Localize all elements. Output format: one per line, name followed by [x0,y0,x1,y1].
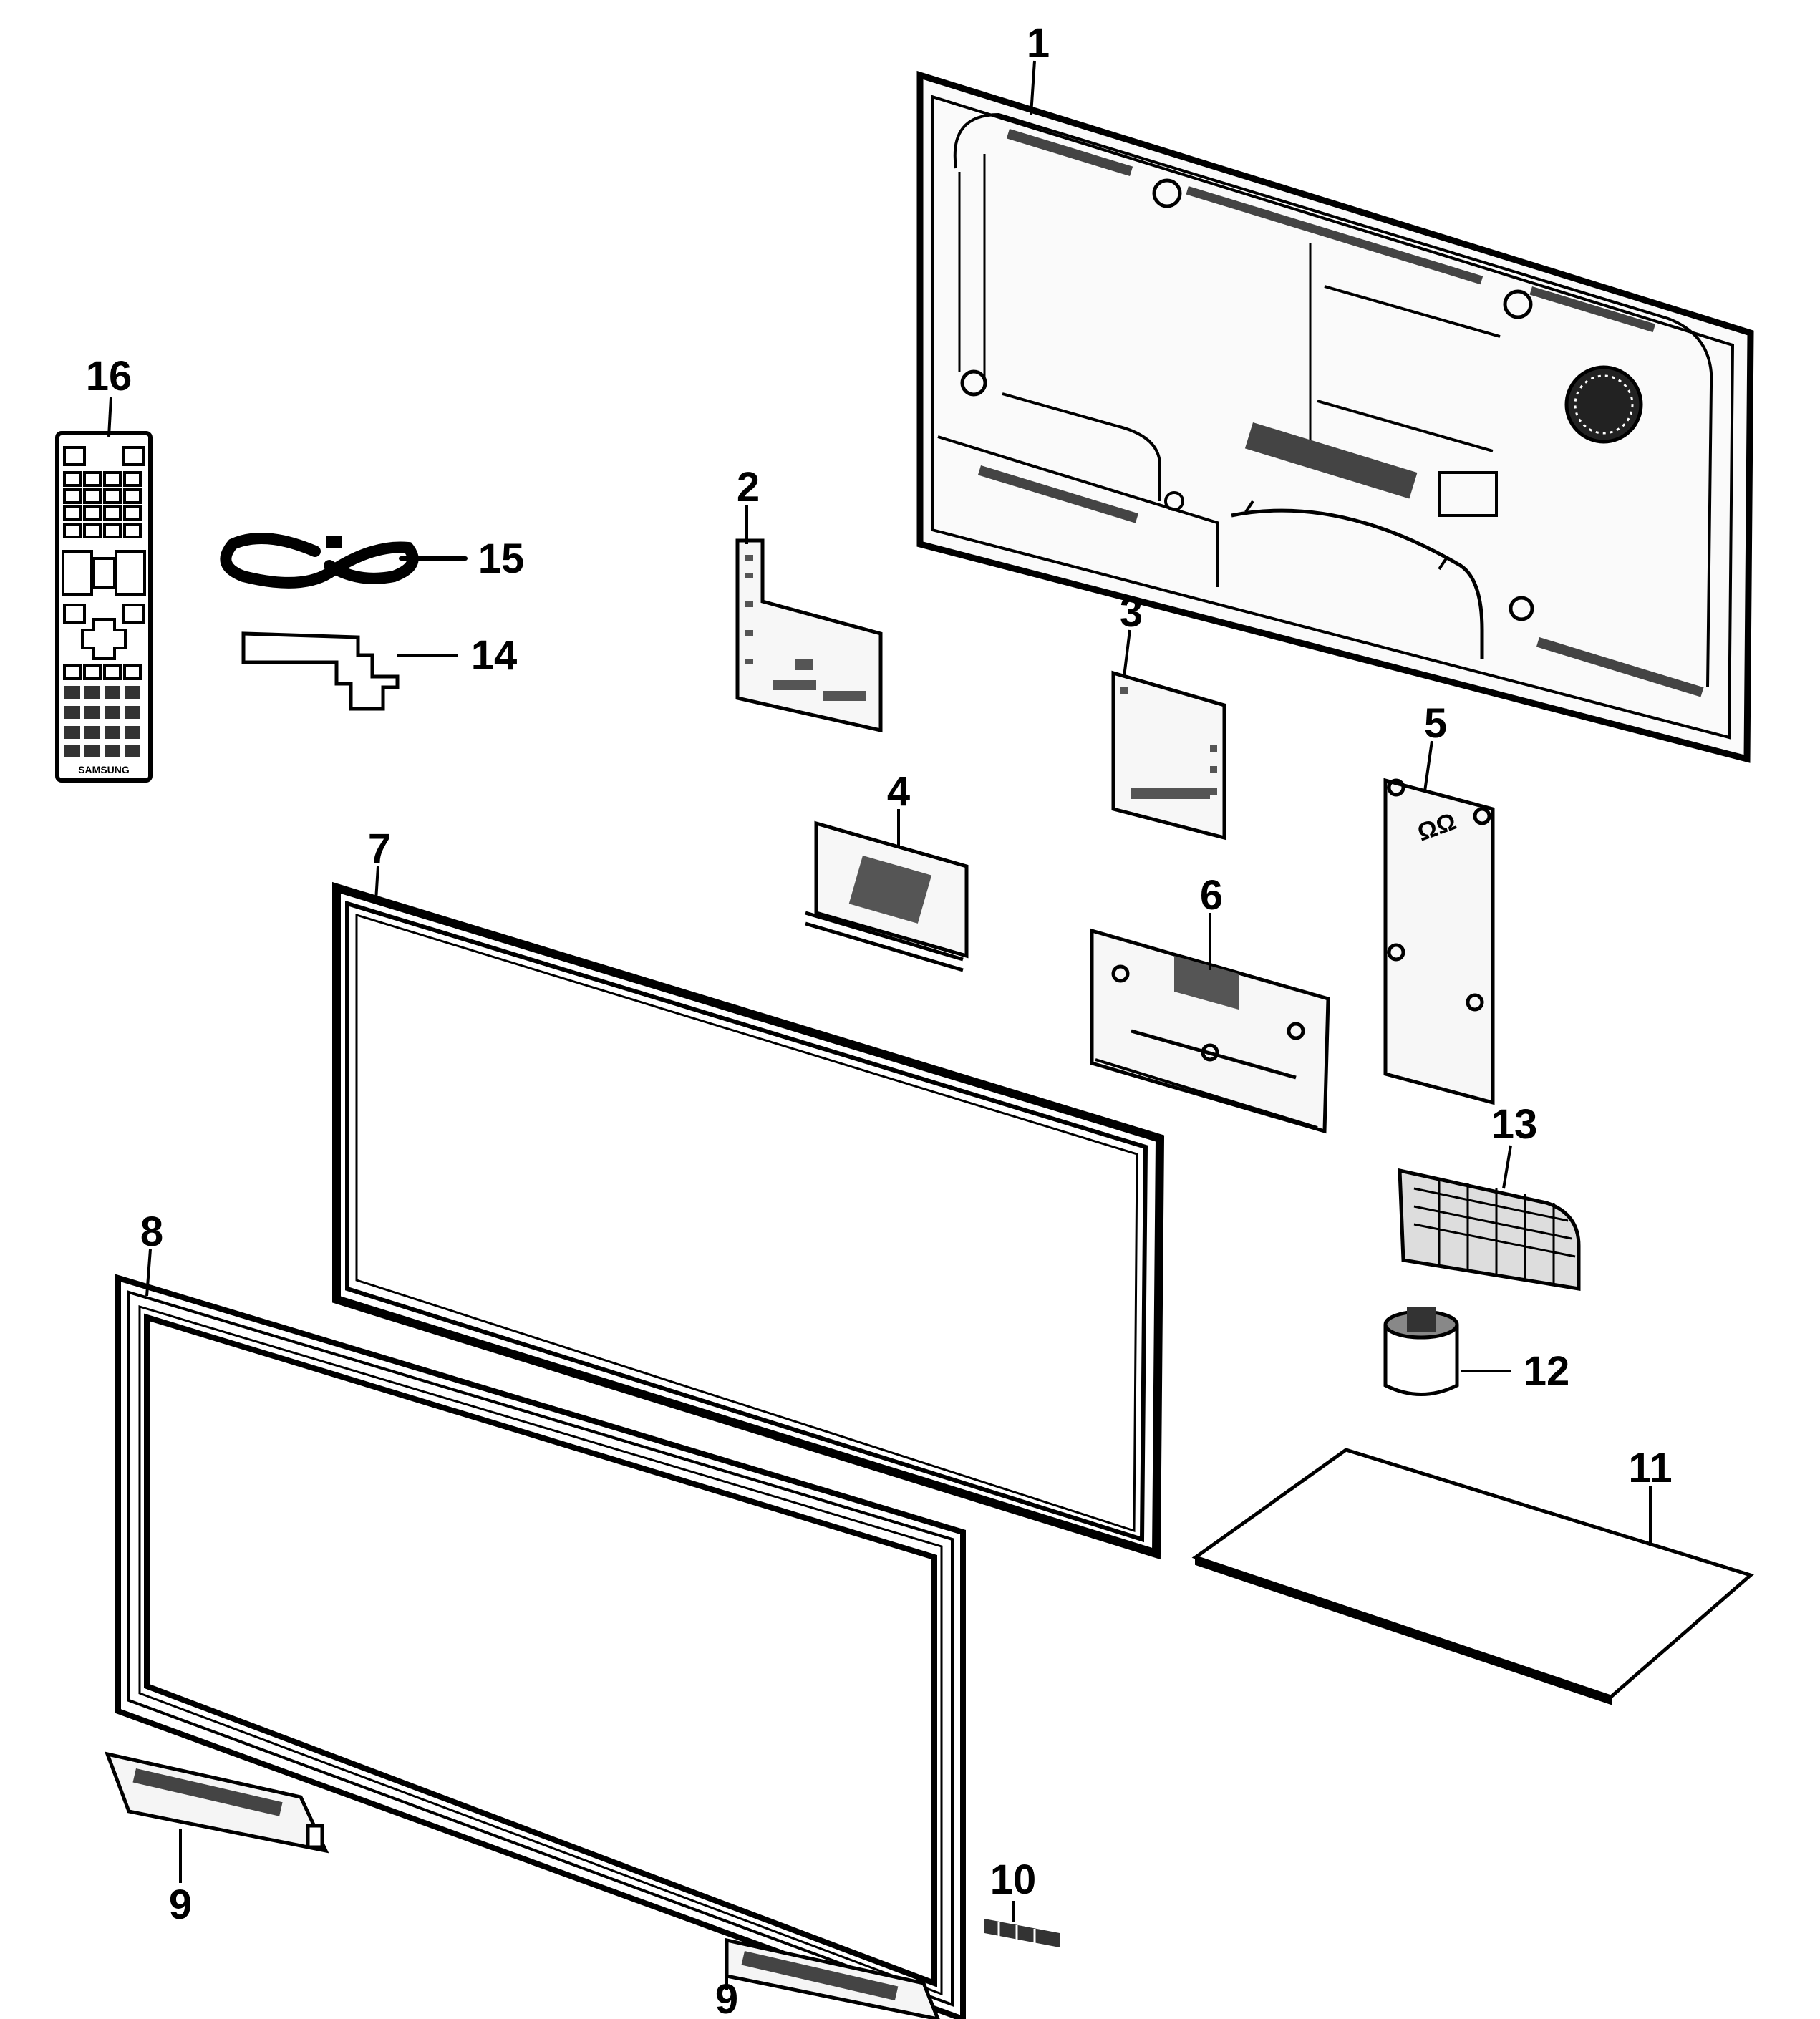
label-part-5: 5 [1424,700,1447,747]
label-part-3: 3 [1120,589,1143,636]
label-part-15: 15 [478,536,525,582]
label-part-14: 14 [471,632,518,679]
display-panel [332,881,1165,1560]
stand-base [1191,1448,1755,1705]
stand-neck [1383,1307,1459,1396]
label-part-13: 13 [1491,1101,1538,1148]
label-part-9a: 9 [169,1882,192,1928]
remote-control: SAMSUNG [55,431,153,783]
remote-brand-label: SAMSUNG [78,764,130,775]
bracket-6 [1090,928,1330,1134]
stand-cover [1398,1168,1581,1291]
front-bezel [115,1274,966,2019]
label-part-7: 7 [368,825,391,872]
label-part-11: 11 [1628,1445,1672,1491]
power-cord [220,533,468,589]
tcon-board [1111,670,1226,841]
rear-cover [916,70,1754,763]
bracket-4 [805,820,969,972]
power-board: ΩΩ [1383,778,1495,1105]
part-labels: 1 2 3 4 5 6 7 8 9 9 10 11 12 13 14 15 16 [86,20,1673,2019]
label-part-10: 10 [990,1856,1037,1903]
speaker-left [105,1751,329,1854]
leader-lines [107,60,1652,1990]
main-board [735,538,883,733]
flat-cable [241,631,400,711]
label-part-1: 1 [1027,20,1050,67]
speaker-right [725,1937,940,2019]
label-part-16: 16 [86,353,132,400]
label-part-4: 4 [887,768,910,815]
label-part-9b: 9 [715,1976,738,2019]
label-part-2: 2 [737,464,760,510]
label-part-8: 8 [140,1209,163,1255]
ir-strip [984,1919,1060,1947]
label-part-6: 6 [1200,872,1223,919]
label-part-12: 12 [1524,1348,1570,1395]
